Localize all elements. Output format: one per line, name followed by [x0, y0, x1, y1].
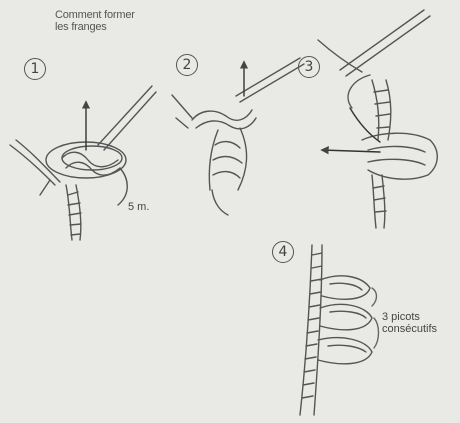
step-2-number: 2 [176, 54, 198, 76]
hook-1 [98, 86, 152, 145]
chain-4-left [300, 245, 312, 415]
thread-left-2 [16, 140, 60, 182]
step-4-illustration [300, 245, 379, 415]
thread-3 [318, 40, 362, 72]
step-1-number: 1 [24, 58, 46, 80]
thread-3-loop [348, 75, 370, 108]
chain-4-right [314, 245, 322, 415]
arrow-step-3 [322, 150, 380, 152]
step-3-number: 3 [298, 56, 320, 78]
thread-tail [40, 180, 50, 195]
chain-3-upper [372, 80, 379, 140]
step-4-number: 4 [272, 241, 294, 263]
picot-1 [320, 276, 370, 299]
loop-cluster-3 [362, 133, 437, 179]
diagram-title: Comment former les franges [55, 9, 135, 33]
step-3-illustration [318, 10, 437, 228]
hook-1-edge [104, 92, 156, 150]
hook-2 [236, 58, 300, 96]
picots-label: 3 picots consécutifs [382, 311, 456, 335]
hook-3 [340, 10, 424, 70]
thread-3-path [350, 108, 380, 142]
chain-2-right [238, 128, 247, 190]
stitch-bracket [118, 168, 127, 205]
chain-2-bottom [212, 190, 228, 215]
step-2-illustration [172, 58, 304, 215]
chain-tail-1 [66, 185, 72, 240]
chain-3-tail [372, 175, 376, 228]
stitch-count-label: 5 m. [128, 201, 149, 213]
step-1-illustration [10, 86, 156, 240]
thread-2 [172, 95, 192, 118]
